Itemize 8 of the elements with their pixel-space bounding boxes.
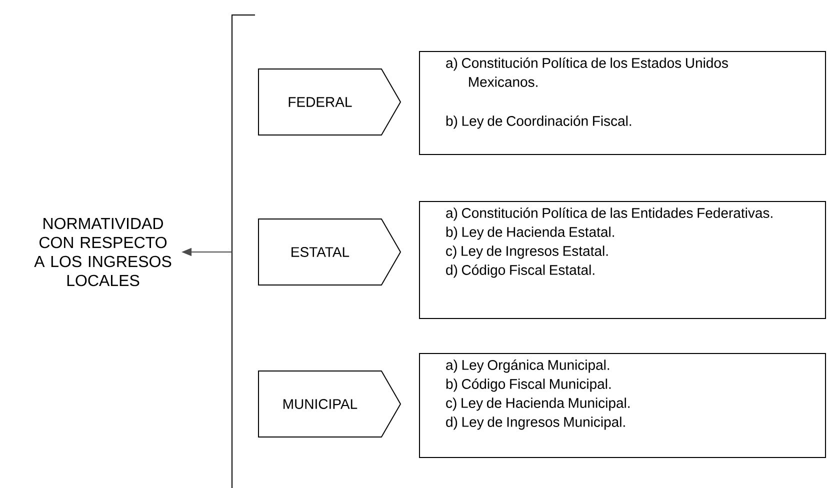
- title-text: NORMATIVIDAD CON RESPECTO A LOS INGRESOS LOCALES: [34, 218, 172, 286]
- list-box: a) Constitución Política de las Entidades Federativas. b) Ley de Hacienda Estatal. c) Ley de Ingresos Estatal. d) Código Fiscal Estatal.: [419, 201, 826, 319]
- list-box: a) Ley Orgánica Municipal. b) Código Fiscal Municipal. c) Ley de Hacienda Municipal. d) Ley de Ingresos Municipal.: [419, 353, 826, 458]
- level-tag: FEDERAL: [258, 68, 402, 136]
- level-tag: MUNICIPAL: [258, 370, 402, 438]
- level-tag: ESTATAL: [258, 218, 402, 286]
- list-box: a) Constitución Política de los Estados Unidos Mexicanos. b) Ley de Coordinación Fiscal.: [419, 51, 826, 155]
- bracket: [232, 14, 256, 488]
